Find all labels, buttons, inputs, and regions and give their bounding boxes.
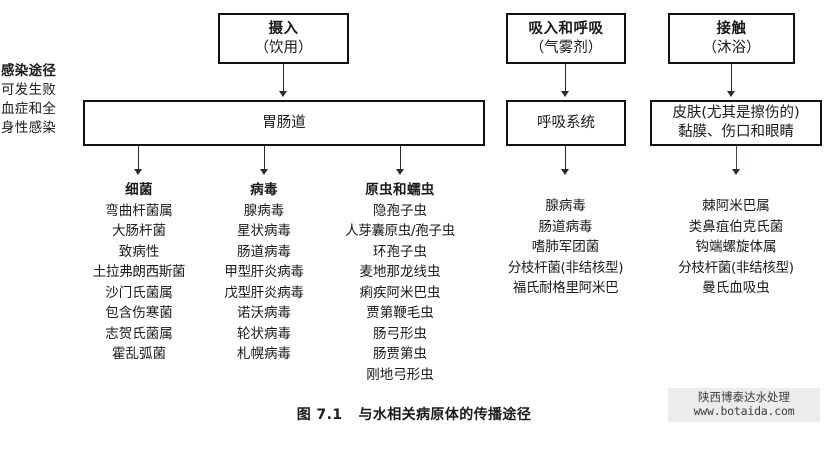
list-item: 肠弓形虫 (373, 325, 427, 342)
entry-box-ingestion-subtitle: （饮用） (254, 39, 313, 56)
arrowhead-ingestion-to-gi (279, 91, 287, 97)
list-item: 分枝杆菌(非结核型) (678, 259, 794, 276)
list-item: 腺病毒 (545, 198, 586, 214)
list-item: 痢疾阿米巴虫 (359, 284, 441, 301)
list-item: 曼氏血吸虫 (702, 280, 770, 297)
entry-box-inhalation-subtitle: （气雾剂） (529, 39, 603, 56)
list-item: 星状病毒 (237, 223, 291, 240)
list-item: 贾第鞭毛虫 (366, 305, 434, 322)
arrowhead-contact-to-skin (727, 91, 735, 97)
arrowhead-inhalation-to-respiratory (561, 91, 569, 97)
column-header-virus: 病毒 (250, 182, 278, 198)
column-header-protozoa-helminths: 原虫和蠕虫 (365, 182, 435, 198)
list-item: 人芽囊原虫/孢子虫 (345, 223, 455, 240)
list-item: 甲型肝炎病毒 (224, 264, 304, 281)
watermark: 陕西博泰达水处理 www.botaida.com (668, 388, 820, 422)
list-item: 霍乱弧菌 (112, 346, 166, 363)
list-item: 类鼻疽伯克氏菌 (688, 218, 784, 235)
arrowhead-respiratory-to-pathogens (561, 169, 569, 175)
arrow-skin-to-pathogens (736, 146, 737, 171)
entry-box-inhalation: 吸入和呼吸 （气雾剂） (506, 13, 626, 64)
list-item: 札幌病毒 (237, 346, 291, 363)
pathogen-column-contact: 棘阿米巴属 类鼻疽伯克氏菌 钩端螺旋体属 分枝杆菌(非结核型) 曼氏血吸虫 (654, 196, 818, 299)
infection-route-line-3: 身性感染 (1, 120, 57, 137)
list-item: 环孢子虫 (373, 243, 427, 260)
arrowhead-gi-to-virus (260, 169, 268, 175)
pathogen-column-virus: 病毒 腺病毒 星状病毒 肠道病毒 甲型肝炎病毒 戊型肝炎病毒 诺沃病毒 轮状病毒… (206, 180, 322, 365)
target-box-skin-line-1: 皮肤(尤其是擦伤的) (672, 104, 800, 121)
entry-box-contact: 接触 （沐浴） (668, 13, 795, 64)
pathogen-column-protozoa-helminths: 原虫和蠕虫 隐孢子虫 人芽囊原虫/孢子虫 环孢子虫 麦地那龙线虫 痢疾阿米巴虫 … (318, 180, 482, 385)
target-box-skin: 皮肤(尤其是擦伤的) 黏膜、伤口和眼睛 (650, 100, 822, 146)
target-box-respiratory-label: 呼吸系统 (537, 114, 595, 131)
figure-caption-text: 与水相关病原体的传播途径 (358, 407, 532, 423)
list-item: 棘阿米巴属 (702, 198, 770, 214)
arrow-gi-to-protozoa (400, 146, 401, 171)
arrowhead-skin-to-pathogens (732, 169, 740, 175)
list-item: 诺沃病毒 (237, 305, 291, 322)
figure-caption: 图 7.1 与水相关病原体的传播途径 (0, 404, 828, 424)
target-box-respiratory: 呼吸系统 (506, 100, 626, 146)
infection-route-heading: 感染途径 (1, 63, 57, 79)
list-item: 戊型肝炎病毒 (224, 284, 304, 301)
list-item: 麦地那龙线虫 (359, 264, 441, 281)
target-box-gastrointestinal-label: 胃肠道 (262, 114, 306, 131)
list-item: 嗜肺军团菌 (531, 239, 600, 256)
list-item: 致病性 (118, 243, 160, 260)
list-item: 刚地弓形虫 (366, 366, 434, 383)
arrow-inhalation-to-respiratory (565, 64, 566, 93)
list-item: 隐孢子虫 (373, 202, 427, 219)
list-item: 弯曲杆菌属 (105, 202, 173, 219)
list-item: 分枝杆菌(非结核型) (507, 259, 624, 276)
pathogen-column-respiratory: 腺病毒 肠道病毒 嗜肺军团菌 分枝杆菌(非结核型) 福氏耐格里阿米巴 (484, 196, 647, 299)
figure-caption-number: 图 7.1 (296, 407, 343, 423)
list-item: 福氏耐格里阿米巴 (512, 280, 619, 297)
target-box-gastrointestinal: 胃肠道 (83, 100, 485, 146)
arrowhead-gi-to-protozoa (396, 169, 404, 175)
watermark-url: www.botaida.com (693, 404, 795, 419)
list-item: 肠道病毒 (237, 243, 291, 260)
entry-box-ingestion-title: 摄入 (268, 20, 299, 37)
entry-box-contact-subtitle: （沐浴） (702, 39, 761, 56)
list-item: 肠道病毒 (538, 218, 593, 235)
list-item: 钩端螺旋体属 (695, 239, 777, 256)
infection-route-line-2: 血症和全 (1, 101, 57, 118)
list-item: 志贺氏菌属 (105, 325, 173, 342)
list-item: 肠贾第虫 (373, 346, 427, 363)
entry-box-ingestion: 摄入 （饮用） (218, 13, 349, 64)
entry-box-inhalation-title: 吸入和呼吸 (528, 20, 604, 37)
infection-route-line-1: 可发生败 (1, 82, 57, 99)
watermark-company: 陕西博泰达水处理 (698, 390, 790, 404)
list-item: 腺病毒 (243, 202, 285, 219)
arrow-ingestion-to-gi (283, 64, 284, 93)
pathogen-column-bacteria: 细菌 弯曲杆菌属 大肠杆菌 致病性 土拉弗朗西斯菌 沙门氏菌属 包含伤寒菌 志贺… (78, 180, 200, 365)
arrowhead-gi-to-bacteria (134, 169, 142, 175)
list-item: 沙门氏菌属 (105, 284, 173, 301)
list-item: 轮状病毒 (237, 325, 291, 342)
list-item: 大肠杆菌 (112, 223, 166, 240)
target-box-skin-line-2: 黏膜、伤口和眼睛 (678, 124, 794, 140)
arrow-gi-to-virus (264, 146, 265, 171)
arrow-contact-to-skin (731, 64, 732, 93)
infection-route-label: 感染途径 可发生败 血症和全 身性感染 (1, 62, 81, 139)
entry-box-contact-title: 接触 (716, 20, 747, 37)
arrow-gi-to-bacteria (138, 146, 139, 171)
list-item: 包含伤寒菌 (105, 305, 173, 322)
arrow-respiratory-to-pathogens (565, 146, 566, 171)
column-header-bacteria: 细菌 (125, 182, 153, 198)
list-item: 土拉弗朗西斯菌 (92, 264, 186, 281)
